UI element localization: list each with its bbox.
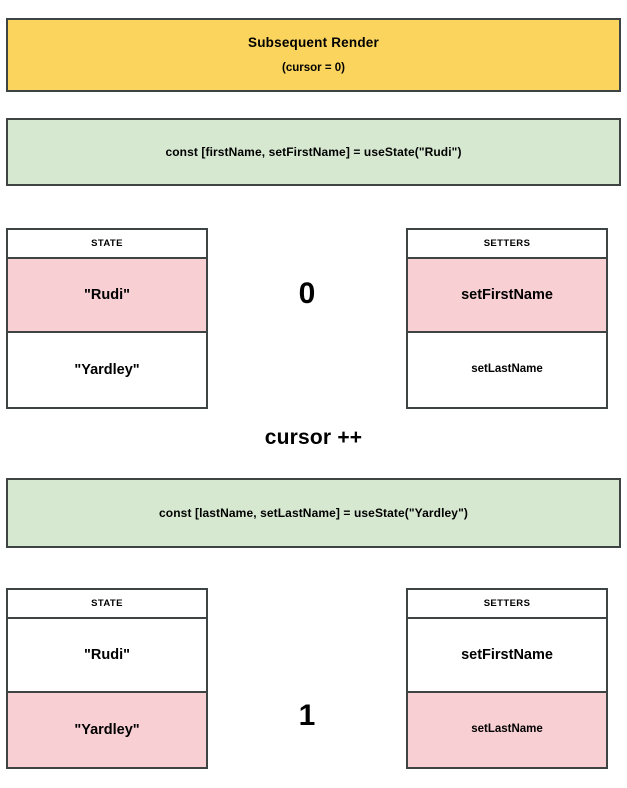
- setters-table-step-2: SETTERS setFirstName setLastName: [406, 588, 608, 769]
- state-cell-value: "Yardley": [74, 361, 140, 378]
- table-row: "Yardley": [8, 333, 206, 407]
- table-row: setLastName: [408, 693, 606, 767]
- setter-cell-value: setLastName: [471, 363, 543, 376]
- table-row: setLastName: [408, 333, 606, 407]
- cursor-increment-label: cursor ++: [264, 426, 363, 449]
- state-table-header: STATE: [8, 230, 206, 259]
- hooks-table-group-step-1: STATE "Rudi" "Yardley" 0 SETTERS setFirs…: [0, 228, 627, 409]
- setters-table-header: SETTERS: [408, 590, 606, 619]
- state-table-step-1: STATE "Rudi" "Yardley": [6, 228, 208, 409]
- state-cell-value: "Rudi": [84, 646, 130, 663]
- setter-cell-value: setFirstName: [461, 646, 553, 663]
- table-row: "Rudi": [8, 259, 206, 334]
- state-table-header: STATE: [8, 590, 206, 619]
- render-banner-title: Subsequent Render: [248, 34, 379, 50]
- table-row: "Yardley": [8, 693, 206, 767]
- table-row: "Rudi": [8, 619, 206, 694]
- hooks-table-group-step-2: STATE "Rudi" "Yardley" 1 SETTERS setFirs…: [0, 588, 627, 769]
- cursor-index-step-1: 0: [298, 277, 316, 310]
- setter-cell-value: setFirstName: [461, 286, 553, 303]
- setters-table-header: SETTERS: [408, 230, 606, 259]
- setters-table-header-label: SETTERS: [483, 237, 531, 249]
- table-row: setFirstName: [408, 619, 606, 694]
- state-table-header-label: STATE: [91, 237, 123, 249]
- code-statement-last-name: const [lastName, setLastName] = useState…: [6, 478, 621, 548]
- setters-table-header-label: SETTERS: [483, 597, 531, 609]
- state-cell-value: "Rudi": [84, 286, 130, 303]
- setters-table-step-1: SETTERS setFirstName setLastName: [406, 228, 608, 409]
- cursor-index-step-2: 1: [298, 699, 316, 732]
- state-table-step-2: STATE "Rudi" "Yardley": [6, 588, 208, 769]
- code-statement-text: const [firstName, setFirstName] = useSta…: [165, 145, 462, 159]
- setter-cell-value: setLastName: [471, 723, 543, 736]
- state-table-header-label: STATE: [91, 597, 123, 609]
- code-statement-text: const [lastName, setLastName] = useState…: [159, 506, 468, 520]
- render-banner: Subsequent Render (cursor = 0): [6, 18, 621, 92]
- state-cell-value: "Yardley": [74, 721, 140, 738]
- render-banner-cursor-state: (cursor = 0): [282, 62, 345, 74]
- code-statement-first-name: const [firstName, setFirstName] = useSta…: [6, 118, 621, 186]
- table-row: setFirstName: [408, 259, 606, 334]
